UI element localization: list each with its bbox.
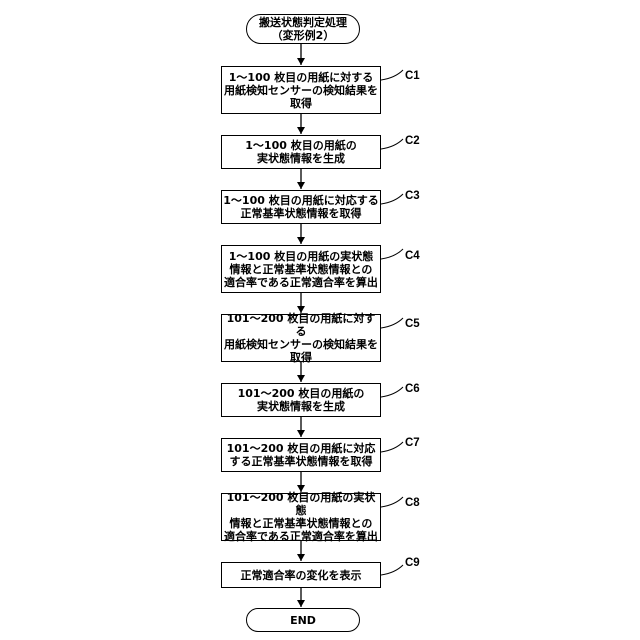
step-c6-text: 101～200 枚目の用紙の 実状態情報を生成	[238, 387, 365, 413]
start-terminal: 搬送状態判定処理 （変形例2）	[246, 14, 360, 44]
label-leader-line	[381, 70, 403, 80]
process-step-c8: 101～200 枚目の用紙の実状態 情報と正常基準状態情報との 適合率である正常…	[221, 493, 381, 541]
process-step-c1: 1～100 枚目の用紙に対する 用紙検知センサーの検知結果を 取得	[221, 66, 381, 114]
end-terminal-text: END	[290, 614, 316, 627]
step-c2-label: C2	[405, 135, 420, 147]
label-leader-line	[381, 318, 403, 328]
step-c2-text: 1～100 枚目の用紙の 実状態情報を生成	[245, 139, 356, 165]
step-c4-label: C4	[405, 250, 420, 262]
label-leader-line	[381, 194, 403, 204]
label-leader-line	[381, 442, 403, 452]
step-c9-text: 正常適合率の変化を表示	[241, 569, 362, 582]
process-step-c3: 1～100 枚目の用紙に対応する 正常基準状態情報を取得	[221, 190, 381, 224]
process-step-c4: 1～100 枚目の用紙の実状態 情報と正常基準状態情報との 適合率である正常適合…	[221, 245, 381, 293]
label-leader-line	[381, 387, 403, 397]
step-c1-label: C1	[405, 70, 420, 82]
process-step-c7: 101～200 枚目の用紙に対応 する正常基準状態情報を取得	[221, 438, 381, 472]
start-terminal-text: 搬送状態判定処理 （変形例2）	[259, 16, 347, 42]
process-step-c5: 101～200 枚目の用紙に対する 用紙検知センサーの検知結果を 取得	[221, 314, 381, 362]
step-c5-text: 101～200 枚目の用紙に対する 用紙検知センサーの検知結果を 取得	[222, 312, 380, 364]
step-c5-label: C5	[405, 318, 420, 330]
step-c8-text: 101～200 枚目の用紙の実状態 情報と正常基準状態情報との 適合率である正常…	[222, 491, 380, 543]
step-c9-label: C9	[405, 557, 420, 569]
process-step-c9: 正常適合率の変化を表示	[221, 562, 381, 588]
label-leader-line	[381, 139, 403, 149]
step-c6-label: C6	[405, 383, 420, 395]
label-leader-line	[381, 565, 403, 575]
label-leader-line	[381, 249, 403, 259]
step-c8-label: C8	[405, 497, 420, 509]
process-step-c2: 1～100 枚目の用紙の 実状態情報を生成	[221, 135, 381, 169]
label-leader-line	[381, 497, 403, 507]
step-c1-text: 1～100 枚目の用紙に対する 用紙検知センサーの検知結果を 取得	[224, 71, 378, 110]
step-c3-label: C3	[405, 190, 420, 202]
step-c3-text: 1～100 枚目の用紙に対応する 正常基準状態情報を取得	[223, 194, 378, 220]
step-c4-text: 1～100 枚目の用紙の実状態 情報と正常基準状態情報との 適合率である正常適合…	[224, 250, 378, 289]
end-terminal: END	[246, 608, 360, 632]
step-c7-label: C7	[405, 437, 420, 449]
step-c7-text: 101～200 枚目の用紙に対応 する正常基準状態情報を取得	[227, 442, 376, 468]
process-step-c6: 101～200 枚目の用紙の 実状態情報を生成	[221, 383, 381, 417]
